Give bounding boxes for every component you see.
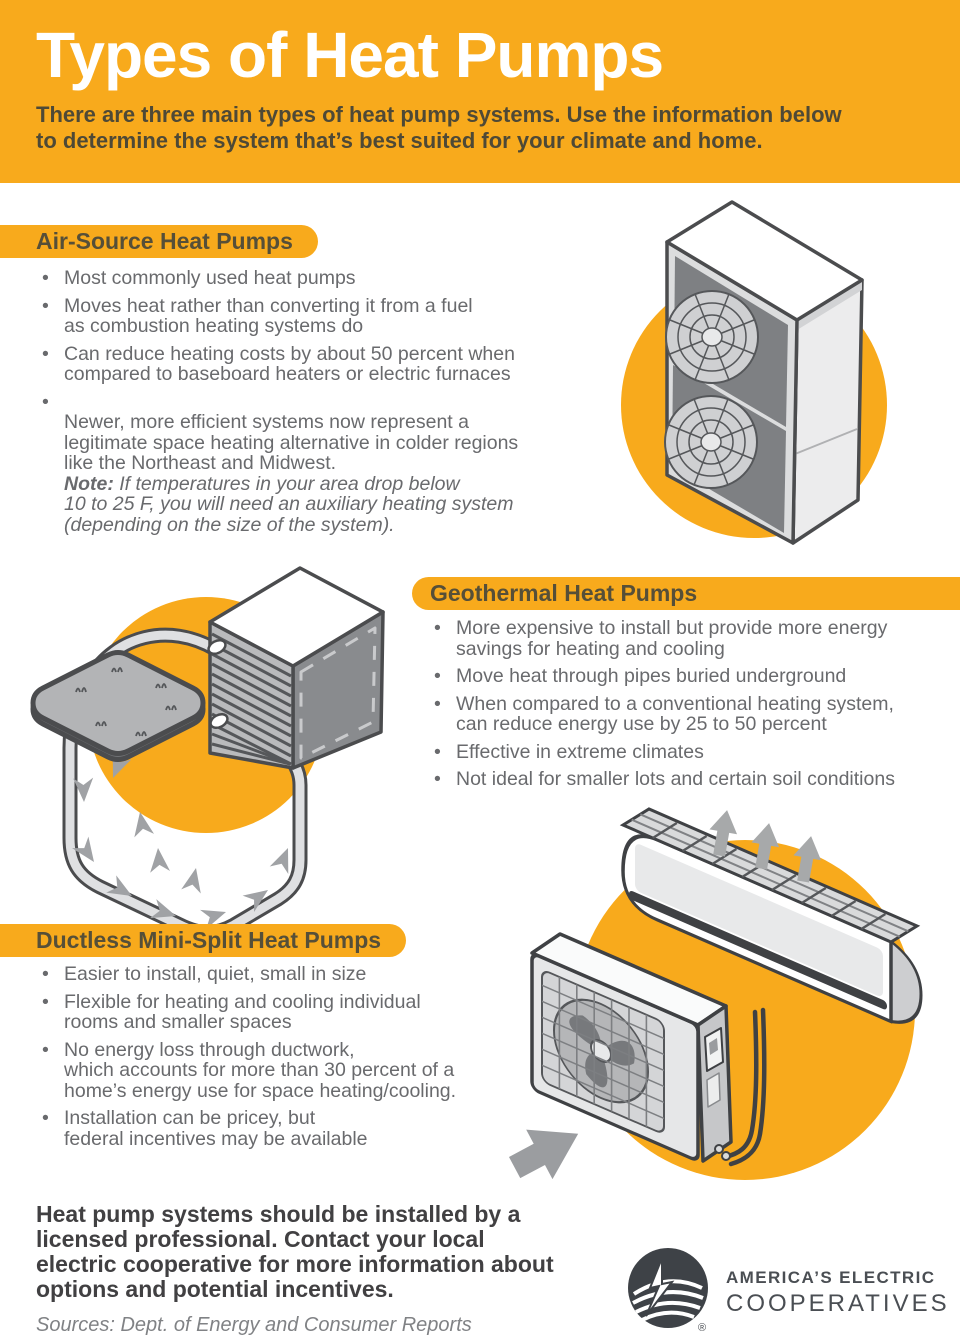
- cooperatives-logo-icon: [628, 1248, 708, 1328]
- section-heading-ductless: Ductless Mini-Split Heat Pumps: [0, 924, 406, 957]
- outdoor-unit: [530, 932, 733, 1163]
- air-source-bullet-list: Most commonly used heat pumps Moves heat…: [40, 268, 600, 563]
- airflow-arrows: [709, 810, 822, 883]
- ductless-mini-split-illustration: [508, 807, 923, 1180]
- bullet-item: Effective in extreme climates: [432, 741, 947, 763]
- note-label: Note:: [64, 472, 114, 495]
- bullet-item: Installation can be pricey, but federal …: [40, 1108, 560, 1149]
- section-heading-air-source: Air-Source Heat Pumps: [0, 225, 318, 258]
- logo-line1: AMERICA’S ELECTRIC: [726, 1268, 936, 1287]
- logo-text: AMERICA’S ELECTRIC COOPERATIVES: [726, 1268, 950, 1318]
- logo-line2: COOPERATIVES: [726, 1290, 950, 1317]
- bullet-item: Flexible for heating and cooling individ…: [40, 991, 560, 1033]
- fan: [665, 290, 759, 384]
- registered-mark: ®: [698, 1322, 707, 1334]
- page-subtitle: There are three main types of heat pump …: [36, 102, 842, 153]
- note-text: Note: If temperatures in your area drop …: [64, 472, 514, 536]
- fan: [664, 395, 758, 489]
- refrigerant-pipes: [722, 1007, 767, 1167]
- intake-arrow: [508, 1129, 579, 1180]
- nreca-logo: ® AMERICA’S ELECTRIC COOPERATIVES: [626, 1246, 956, 1338]
- geothermal-bullet-list: More expensive to install but provide mo…: [432, 618, 947, 797]
- pipe-valve: [714, 1144, 724, 1154]
- outdoor-cabinet: [664, 200, 864, 545]
- indoor-unit: [619, 807, 923, 1024]
- bullet-item: No energy loss through ductwork, which a…: [40, 1039, 560, 1102]
- bullet-item: Not ideal for smaller lots and certain s…: [432, 769, 947, 790]
- bullet-item: Most commonly used heat pumps: [40, 268, 600, 289]
- heat-exchanger-unit: [207, 566, 385, 770]
- flow-arrows: [72, 752, 289, 929]
- bullet-item: Newer, more efficient systems now repres…: [40, 392, 600, 556]
- bullet-item: More expensive to install but provide mo…: [432, 618, 947, 659]
- bullet-item: Move heat through pipes buried undergrou…: [432, 666, 947, 687]
- air-source-heat-pump-illustration: [621, 200, 887, 545]
- lightning-bolt-icon: [645, 1257, 675, 1317]
- bullet-item: Can reduce heating costs by about 50 per…: [40, 343, 600, 385]
- bullet-item: Easier to install, quiet, small in size: [40, 964, 560, 985]
- pipe-port: [209, 712, 229, 730]
- section-heading-geothermal: Geothermal Heat Pumps: [412, 577, 960, 610]
- pipe-valve: [721, 1151, 731, 1161]
- geothermal-loop-illustration: [30, 566, 385, 940]
- sources-note: Sources: Dept. of Energy and Consumer Re…: [36, 1314, 472, 1336]
- ductless-bullet-list: Easier to install, quiet, small in size …: [40, 964, 560, 1156]
- footer-message: Heat pump systems should be installed by…: [36, 1201, 554, 1302]
- pipe-port: [207, 638, 227, 656]
- bullet-item: When compared to a conventional heating …: [432, 693, 947, 735]
- page-title: Types of Heat Pumps: [36, 19, 664, 91]
- grass-pad: [30, 650, 206, 762]
- bullet-item: Moves heat rather than converting it fro…: [40, 295, 600, 337]
- grass-tufts: [75, 667, 177, 737]
- header-banner: Types of Heat Pumps There are three main…: [0, 0, 960, 183]
